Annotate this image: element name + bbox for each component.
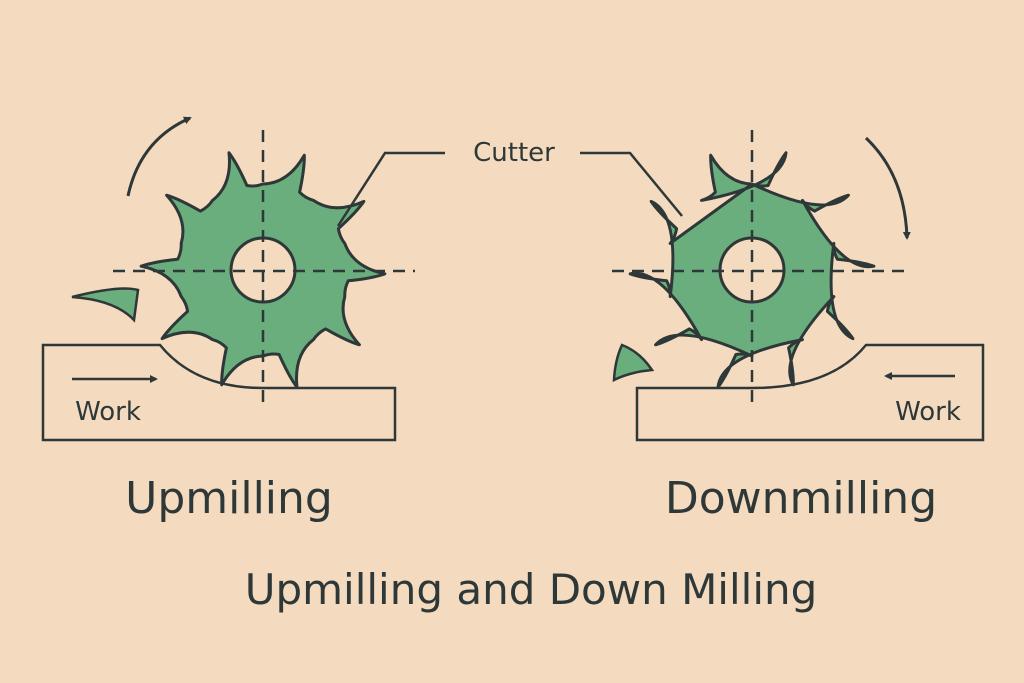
rotation-arrow-ccw-icon (126, 116, 192, 197)
upmilling-label: Upmilling (125, 473, 333, 524)
chip-left (71, 287, 140, 323)
cutter-leader-left (336, 151, 445, 227)
upmilling-figure (41, 116, 415, 442)
cutter-label: Cutter (473, 138, 555, 168)
work-label-right: Work (895, 397, 961, 427)
rotation-arrow-cw-icon (864, 136, 911, 240)
work-label-left: Work (75, 397, 141, 427)
chip-right (612, 343, 655, 383)
workpiece-right (635, 343, 985, 442)
cutter-leader-right (580, 151, 683, 217)
downmilling-figure (612, 130, 985, 442)
downmilling-label: Downmilling (664, 473, 938, 524)
workpiece-left (41, 343, 397, 442)
diagram-title: Upmilling and Down Milling (244, 565, 818, 614)
